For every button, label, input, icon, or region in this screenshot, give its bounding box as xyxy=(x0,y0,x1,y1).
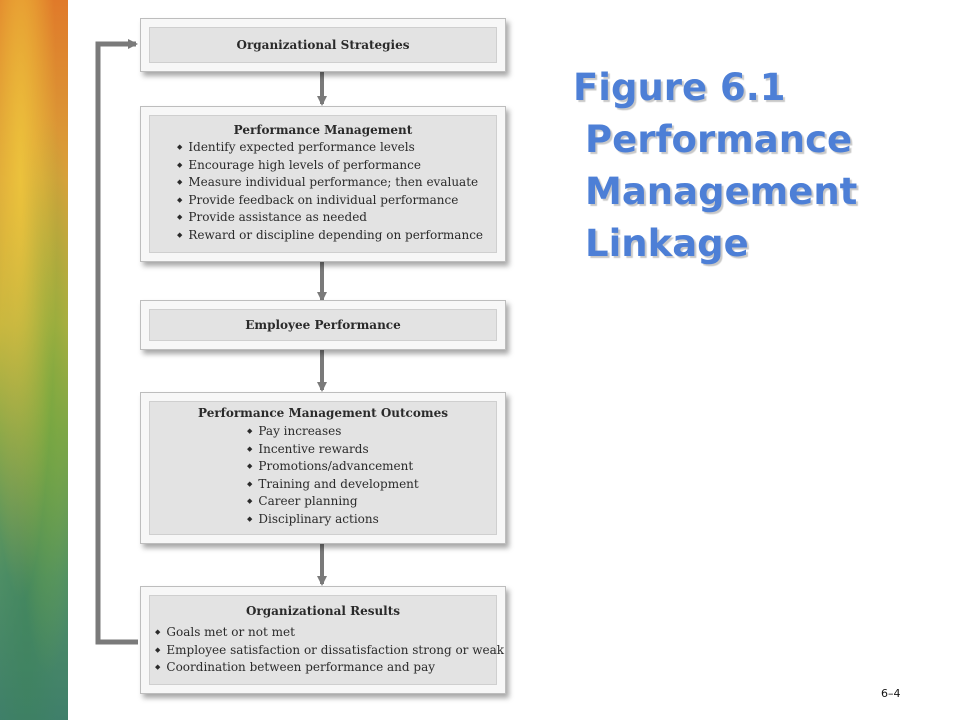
box-title: Performance Management xyxy=(233,123,413,137)
figure-title-line: Figure 6.1 xyxy=(573,66,786,109)
list-item: Goals met or not met xyxy=(155,624,504,642)
figure-title-line: Linkage xyxy=(585,222,749,265)
figure-title-line: Performance xyxy=(585,118,853,161)
box-organizational-results: Organizational Results Goals met or not … xyxy=(140,586,506,694)
list-item: Pay increases xyxy=(247,423,419,441)
box-performance-management-outcomes: Performance Management Outcomes Pay incr… xyxy=(140,392,506,544)
list-item: Provide feedback on individual performan… xyxy=(177,192,483,210)
list-item: Employee satisfaction or dissatisfaction… xyxy=(155,642,504,660)
box-employee-performance: Employee Performance xyxy=(140,300,506,350)
bullet-list: Goals met or not met Employee satisfacti… xyxy=(155,624,504,677)
list-item: Career planning xyxy=(247,493,419,511)
box-organizational-strategies: Organizational Strategies xyxy=(140,18,506,72)
list-item: Coordination between performance and pay xyxy=(155,659,504,677)
list-item: Provide assistance as needed xyxy=(177,209,483,227)
list-item: Measure individual performance; then eva… xyxy=(177,174,483,192)
list-item: Incentive rewards xyxy=(247,441,419,459)
figure-title-line: Management xyxy=(585,170,858,213)
list-item: Identify expected performance levels xyxy=(177,139,483,157)
box-title: Organizational Strategies xyxy=(236,38,410,52)
list-item: Training and development xyxy=(247,476,418,494)
list-item: Reward or discipline depending on perfor… xyxy=(177,227,483,245)
feedback-loop-arrow xyxy=(95,39,138,645)
list-item: Disciplinary actions xyxy=(247,511,419,529)
slide-number: 6–4 xyxy=(881,687,901,700)
bullet-list: Identify expected performance levels Enc… xyxy=(177,139,483,244)
box-title: Employee Performance xyxy=(245,318,401,332)
bullet-list: Pay increases Incentive rewards Promotio… xyxy=(247,423,419,529)
box-title: Performance Management Outcomes xyxy=(198,406,448,420)
box-performance-management: Performance Management Identify expected… xyxy=(140,106,506,262)
box-title: Organizational Results xyxy=(245,604,401,618)
list-item: Encourage high levels of performance xyxy=(177,157,483,175)
decorative-side-strip xyxy=(0,0,68,720)
list-item: Promotions/advancement xyxy=(247,458,419,476)
figure-title: Figure 6.1 Performance Management Linkag… xyxy=(573,62,857,270)
